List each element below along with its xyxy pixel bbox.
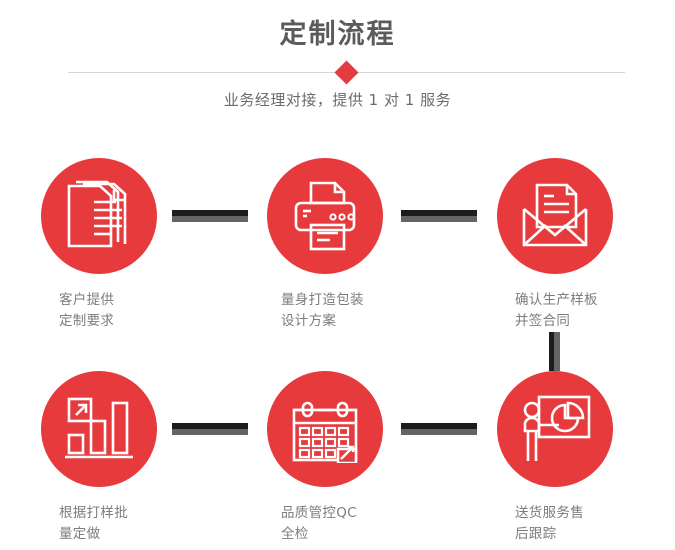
step-5-label: 品质管控QC 全检: [281, 505, 357, 542]
title-divider: [68, 60, 625, 85]
connector-segment-dark: [172, 423, 248, 429]
page-title: 定制流程: [279, 19, 396, 50]
process-step-4: 根据打样批 量定做: [41, 371, 191, 545]
step-6-circle: [497, 371, 613, 487]
connector-step1-step2: [172, 210, 248, 222]
step-1-label: 客户提供 定制要求: [59, 292, 115, 329]
process-step-1: 客户提供 定制要求: [41, 158, 191, 332]
step-5-circle: [267, 371, 383, 487]
documents-stack-icon: [67, 180, 127, 248]
connector-segment-gray: [172, 216, 248, 222]
connector-segment-dark: [172, 210, 248, 216]
connector-segment-dark: [401, 423, 477, 429]
connector-step2-step3: [401, 210, 477, 222]
process-step-5: 品质管控QC 全检: [267, 371, 417, 545]
step-1-circle: [41, 158, 157, 274]
connector-segment-dark: [549, 332, 554, 371]
envelope-document-icon: [522, 183, 588, 247]
step-6-label: 送货服务售 后跟踪: [515, 505, 584, 542]
diamond-icon: [334, 60, 359, 85]
printer-icon: [294, 181, 356, 251]
connector-segment-dark: [401, 210, 477, 216]
step-4-label: 根据打样批 量定做: [59, 505, 128, 542]
connector-step3-step6: [549, 332, 560, 371]
process-step-2: 量身打造包装 设计方案: [267, 158, 417, 332]
connector-step5-step6: [401, 423, 477, 435]
process-step-3: 确认生产样板 并签合同: [497, 158, 647, 332]
step-4-circle: [41, 371, 157, 487]
connector-segment-gray: [554, 332, 560, 371]
connector-segment-gray: [172, 429, 248, 435]
process-step-6: 送货服务售 后跟踪: [497, 371, 647, 545]
page-subtitle: 业务经理对接，提供 1 对 1 服务: [223, 91, 452, 109]
connector-segment-gray: [401, 216, 477, 222]
bar-chart-growth-icon: [65, 397, 133, 459]
step-3-circle: [497, 158, 613, 274]
presentation-pie-chart-icon: [523, 395, 591, 461]
connector-step4-step5: [172, 423, 248, 435]
calendar-check-icon: [292, 401, 358, 463]
connector-segment-gray: [401, 429, 477, 435]
step-3-label: 确认生产样板 并签合同: [515, 292, 598, 329]
step-2-circle: [267, 158, 383, 274]
step-2-label: 量身打造包装 设计方案: [281, 292, 364, 329]
